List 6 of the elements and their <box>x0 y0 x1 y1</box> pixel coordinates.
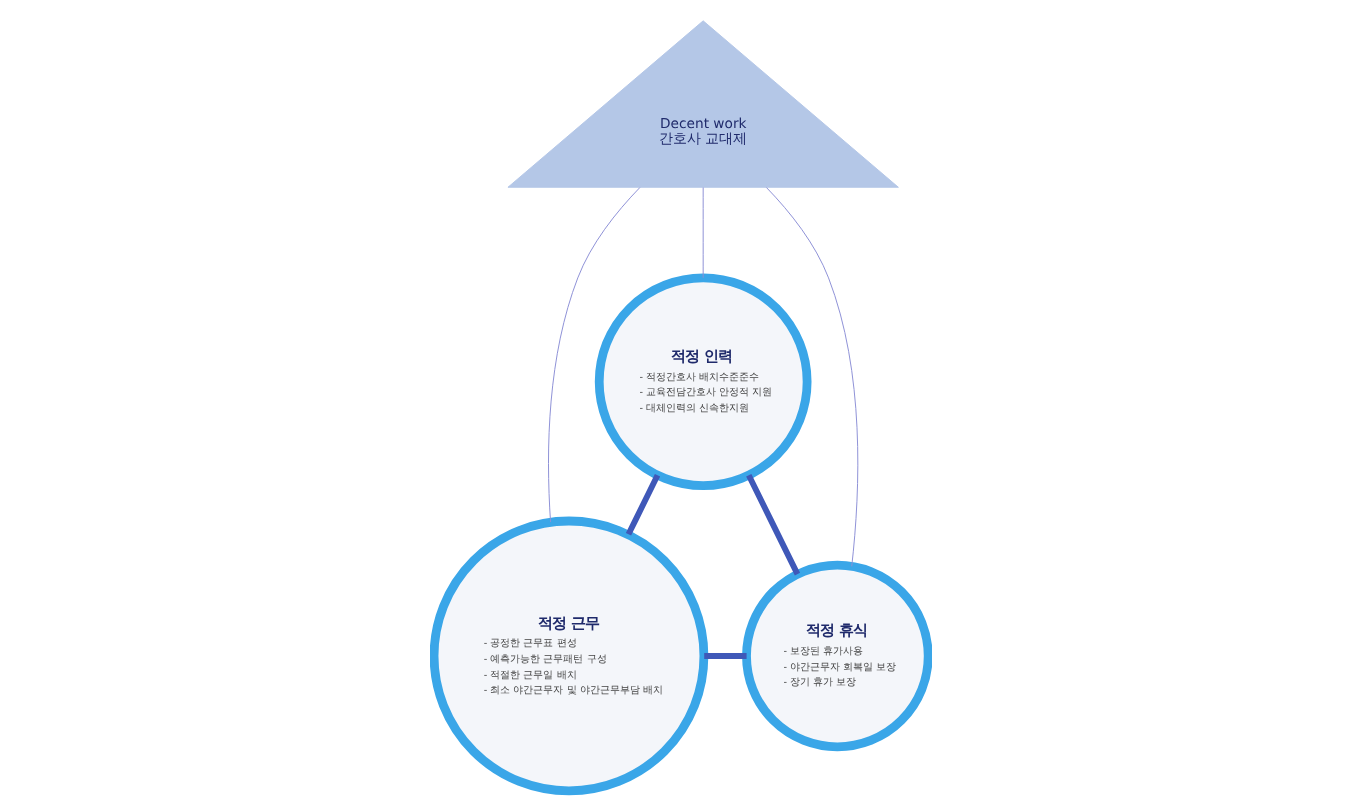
connector <box>745 474 800 576</box>
connector <box>624 474 660 536</box>
connector <box>547 187 640 523</box>
connector <box>764 187 858 567</box>
connector <box>703 653 746 659</box>
connector <box>701 187 703 279</box>
